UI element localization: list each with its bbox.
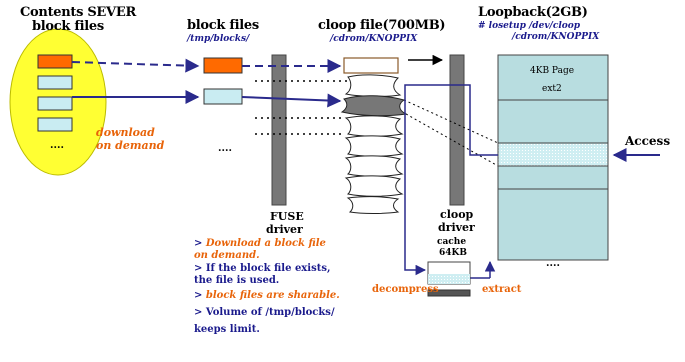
download-label-line1: download (96, 126, 155, 139)
server-ellipsis: .... (50, 140, 64, 151)
cloop-segment (348, 197, 398, 214)
download-label-line2: on demand (96, 139, 164, 152)
block-files-ellipsis: .... (218, 143, 232, 154)
loopback-ellipsis: .... (546, 258, 560, 269)
cloop-segment (346, 136, 402, 156)
fuse-label-line2: driver (266, 223, 303, 236)
cloop-driver-line1: cloop (440, 208, 473, 221)
note-item: > block files are sharable. (194, 290, 340, 302)
loopback-accessed-block (498, 143, 608, 166)
cloop-driver-line2: driver (438, 221, 475, 234)
fuse-label-line1: FUSE (270, 210, 304, 223)
loopback-ext2-label: ext2 (542, 84, 562, 94)
cloop-stack (346, 75, 400, 97)
block-file-cyan (204, 89, 242, 104)
cloop-file-title: cloop file(700MB) (318, 18, 445, 33)
server-block-cyan-3 (38, 118, 72, 131)
note-item: > If the block file exists, (194, 263, 340, 275)
note-item-cont: keeps limit. (194, 324, 340, 336)
server-title-line1: Contents SEVER (20, 5, 136, 20)
extract-label: extract (482, 284, 521, 295)
notes-list: > Download a block file on demand. > If … (194, 238, 340, 336)
cloop-segment-top (344, 58, 398, 73)
fuse-to-cloop-solid (242, 97, 340, 101)
cloop-segment (346, 176, 402, 196)
cloop-driver-bar (450, 55, 464, 205)
cloop-segment (346, 116, 402, 136)
cloop-file-path: /cdrom/KNOPPIX (330, 34, 417, 44)
note-item-cont: the file is used. (194, 275, 340, 287)
cache-label-line1: cache (437, 237, 466, 247)
loopback-page-label: 4KB Page (530, 66, 574, 76)
block-files-path: /tmp/blocks/ (187, 34, 249, 44)
server-block-orange (38, 55, 72, 68)
note-item-cont: on demand. (194, 250, 340, 262)
cache-label-line2: 64KB (439, 248, 467, 258)
block-file-orange (204, 58, 242, 73)
note-item: > Download a block file (194, 238, 340, 250)
cache-dither (428, 274, 470, 284)
loopback-path-line2: /cdrom/KNOPPIX (512, 32, 599, 42)
cloop-segment (346, 156, 402, 176)
cloop-segment-dark (342, 96, 406, 116)
server-title-line2: block files (32, 19, 104, 34)
block-files-title: block files (187, 18, 259, 33)
loopback-path-line1: # losetup /dev/cloop (478, 21, 580, 31)
note-item: > Volume of /tmp/blocks/ (194, 307, 340, 319)
decompress-label: decompress (372, 284, 439, 295)
loopback-title: Loopback(2GB) (478, 5, 588, 20)
access-label: Access (625, 134, 670, 148)
fuse-bar (272, 55, 286, 205)
server-block-cyan-2 (38, 97, 72, 110)
server-block-cyan-1 (38, 76, 72, 89)
